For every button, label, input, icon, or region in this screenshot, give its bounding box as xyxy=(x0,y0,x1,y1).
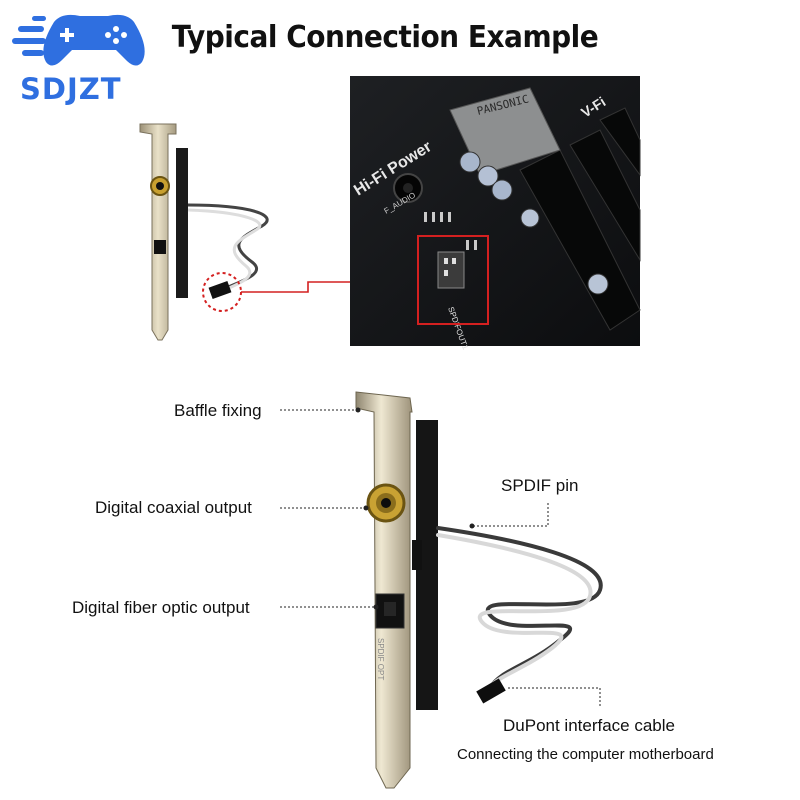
connection-example-illustration: PANSONIC Hi-Fi Power F_AUDIO SPDIFOUT1 V… xyxy=(139,76,641,351)
bracket-plate xyxy=(355,391,413,789)
optical-connector xyxy=(375,593,405,629)
bracket-diagram: SPDIF OPT xyxy=(280,391,603,789)
callout-connecting-motherboard: Connecting the computer motherboard xyxy=(457,746,714,763)
callout-coaxial-output: Digital coaxial output xyxy=(95,498,252,517)
small-bracket xyxy=(139,123,269,341)
gamepad-speed-icon xyxy=(12,14,145,66)
callout-dupont-cable: DuPont interface cable xyxy=(503,716,675,735)
callout-baffle-fixing: Baffle fixing xyxy=(174,401,262,420)
brand-name: SDJZT xyxy=(20,72,122,106)
page-title: Typical Connection Example xyxy=(171,18,599,55)
coaxial-connector xyxy=(366,483,406,523)
motherboard-photo: PANSONIC Hi-Fi Power F_AUDIO SPDIFOUT1 V… xyxy=(350,76,641,351)
callout-fiber-output: Digital fiber optic output xyxy=(72,598,250,617)
spdif-header-highlight xyxy=(417,235,489,325)
callout-spdif-pin: SPDIF pin xyxy=(501,476,579,495)
svg-text:SPDIF OPT: SPDIF OPT xyxy=(376,638,385,680)
